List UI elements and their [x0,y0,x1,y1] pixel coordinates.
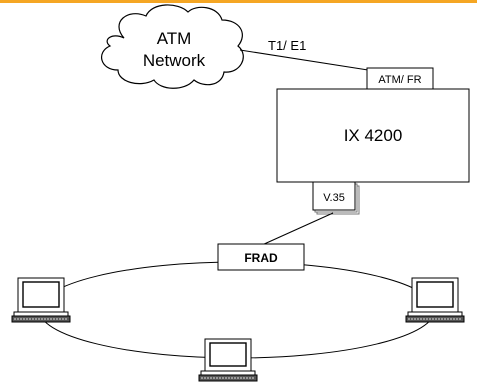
atm-network-cloud: ATM Network [101,4,244,89]
atm-fr-label: ATM/ FR [378,74,421,86]
cloud-label-atm: ATM [157,29,192,48]
cloud-label-network: Network [143,51,206,70]
computer-bottom-icon [198,338,258,382]
link-label: T1/ E1 [268,38,306,53]
ix4200-router: IX 4200 [276,88,470,183]
v35-frad-link [261,212,334,246]
computer-left-icon [11,277,71,323]
frad-label: FRAD [244,251,278,265]
frad-box: FRAD [217,243,305,271]
t1-e1-link [239,49,369,71]
router-label: IX 4200 [344,126,403,145]
computer-right-icon [405,277,465,323]
v35-label: V.35 [323,192,345,204]
v35-port: V.35 [312,181,360,215]
atm-fr-port: ATM/ FR [366,67,434,90]
